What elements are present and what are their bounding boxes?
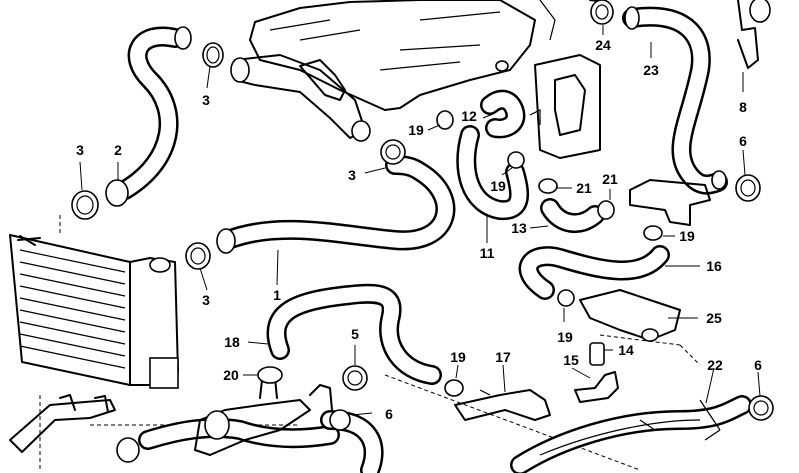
clamp-6b bbox=[329, 409, 351, 431]
hose-2 bbox=[105, 26, 192, 207]
callout-19: 19 bbox=[490, 178, 506, 194]
callout-19: 19 bbox=[557, 329, 573, 345]
clamp-21b bbox=[597, 200, 615, 220]
callout-3: 3 bbox=[348, 167, 356, 183]
pipe-25 bbox=[579, 289, 681, 342]
hose-16 bbox=[518, 245, 670, 300]
callout-23: 23 bbox=[643, 62, 659, 78]
callout-12: 12 bbox=[461, 108, 477, 124]
callout-22: 22 bbox=[707, 357, 723, 373]
callout-labels: 3 2 3 3 1 3 19 12 19 21 11 13 21 24 23 8… bbox=[76, 37, 762, 422]
hose-13 bbox=[540, 198, 605, 233]
clamp-24 bbox=[590, 0, 614, 25]
callout-17: 17 bbox=[495, 349, 511, 365]
clamp-lower-left bbox=[116, 437, 140, 463]
callout-6: 6 bbox=[754, 357, 762, 373]
callout-3: 3 bbox=[202, 92, 210, 108]
valve-body bbox=[629, 179, 711, 226]
hose-12 bbox=[480, 89, 526, 139]
hose-22 bbox=[510, 395, 752, 473]
hose-23 bbox=[622, 6, 728, 195]
clamp-3d bbox=[185, 242, 211, 270]
engine-block bbox=[230, 0, 606, 142]
clamp-bracket-8 bbox=[737, 0, 771, 69]
clamp-6c bbox=[748, 395, 774, 421]
callout-20: 20 bbox=[223, 367, 239, 383]
callout-15: 15 bbox=[563, 352, 579, 368]
callout-19: 19 bbox=[679, 228, 695, 244]
clamp-19e bbox=[444, 379, 464, 397]
callout-2: 2 bbox=[114, 142, 122, 158]
hose-18 bbox=[266, 283, 442, 385]
clamp-3a bbox=[202, 42, 224, 68]
callout-19: 19 bbox=[450, 349, 466, 365]
callout-3: 3 bbox=[202, 292, 210, 308]
hose-1 bbox=[216, 155, 456, 254]
clamp-20 bbox=[257, 366, 283, 384]
callout-16: 16 bbox=[706, 258, 722, 274]
callout-14: 14 bbox=[618, 342, 634, 358]
radiator bbox=[9, 234, 179, 389]
pipe-lower-center bbox=[194, 377, 333, 456]
callout-21: 21 bbox=[602, 171, 618, 187]
clamp-21a bbox=[538, 178, 558, 194]
clamp-3c bbox=[380, 139, 406, 165]
callout-6: 6 bbox=[739, 133, 747, 149]
clamp-19c bbox=[643, 225, 663, 241]
clamp-3b bbox=[71, 190, 99, 220]
callout-3: 3 bbox=[76, 142, 84, 158]
callout-11: 11 bbox=[480, 245, 495, 261]
radiator-bracket bbox=[9, 394, 116, 453]
hose-11 bbox=[456, 125, 530, 221]
callout-13: 13 bbox=[511, 220, 527, 236]
callout-25: 25 bbox=[706, 310, 722, 326]
callout-19: 19 bbox=[408, 122, 424, 138]
callout-24: 24 bbox=[595, 37, 611, 53]
clamp-5 bbox=[342, 365, 368, 391]
callout-1: 1 bbox=[273, 287, 281, 303]
pipe-17 bbox=[454, 389, 551, 421]
thermostat-housing bbox=[529, 54, 601, 159]
clamps bbox=[71, 0, 774, 463]
fitting-15 bbox=[574, 371, 619, 403]
callout-18: 18 bbox=[224, 334, 240, 350]
callout-21: 21 bbox=[576, 180, 592, 196]
fitting-14 bbox=[589, 342, 605, 366]
clamp-19d bbox=[557, 289, 575, 307]
callout-8: 8 bbox=[739, 99, 747, 115]
callout-5: 5 bbox=[351, 326, 359, 342]
leader-lines bbox=[79, 25, 761, 416]
clamp-19b bbox=[507, 151, 525, 169]
clamp-19a bbox=[436, 110, 454, 130]
callout-6: 6 bbox=[385, 406, 393, 422]
clamp-6a bbox=[735, 174, 761, 202]
